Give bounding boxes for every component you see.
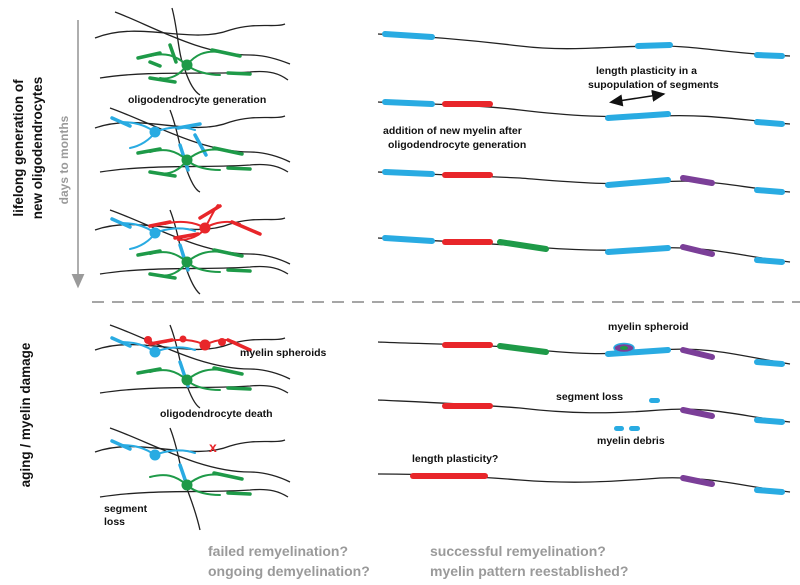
label-oligo-death: oligodendrocyte death	[160, 408, 273, 420]
axon-row-5	[377, 341, 791, 367]
side-label-top-line1: lifelong generation of	[11, 79, 26, 217]
length-plasticity-arrow	[609, 89, 666, 107]
label-length-plasticity-line1: length plasticity in a	[596, 65, 697, 77]
cluster-stage-1	[94, 7, 291, 96]
label-myelin-spheroids: myelin spheroids	[240, 347, 327, 359]
oligodendrocyte-blue	[110, 439, 196, 490]
side-label-top-line2: new oligodendrocytes	[30, 77, 45, 220]
oligodendrocyte-green	[149, 471, 252, 496]
side-label-top: lifelong generation of new oligodendrocy…	[11, 77, 45, 220]
oligodendrocyte-green	[136, 366, 252, 391]
myelin-debris-shapes	[614, 398, 660, 431]
label-length-plasticity-q: length plasticity?	[412, 453, 498, 465]
axon-row-7	[377, 473, 791, 495]
time-axis-label: days to months	[57, 115, 71, 204]
oligodendrocyte-red	[148, 204, 262, 241]
label-addition-line2: oligodendrocyte generation	[388, 139, 526, 151]
question-successful-remyelination: successful remyelination?	[430, 543, 606, 559]
axon-row-2	[377, 99, 791, 127]
oligodendrocyte-green	[136, 43, 252, 84]
axon-row-4	[377, 235, 791, 265]
label-myelin-debris: myelin debris	[597, 435, 665, 447]
axon-row-3	[377, 169, 791, 195]
side-label-bottom: aging / myelin damage	[18, 342, 33, 487]
label-oligo-generation: oligodendrocyte generation	[128, 94, 266, 106]
question-failed-remyelination: failed remyelination?	[208, 543, 348, 559]
cluster-aging-spheroids	[94, 324, 291, 409]
axons	[94, 324, 291, 409]
oligodendrocyte-blue	[110, 116, 208, 172]
oligodendrocyte-green	[136, 248, 252, 280]
label-segment-loss: segment loss	[556, 391, 623, 403]
axon-row-6	[377, 399, 791, 425]
axons	[94, 7, 291, 96]
axons	[94, 107, 291, 193]
death-mark-icon: x	[209, 439, 217, 455]
label-segment-loss-line2: loss	[104, 516, 125, 528]
cluster-stage-2	[94, 107, 291, 193]
label-segment-loss-line1: segment	[104, 503, 148, 515]
axon-row-1	[377, 31, 791, 59]
oligodendrocyte-red	[144, 335, 252, 352]
label-addition-line1: addition of new myelin after	[383, 125, 522, 137]
label-myelin-spheroid: myelin spheroid	[608, 321, 689, 333]
cluster-aging-death	[94, 427, 291, 531]
cluster-stage-3	[94, 204, 291, 295]
question-ongoing-demyelination: ongoing demyelination?	[208, 563, 370, 579]
oligodendrocyte-green	[136, 146, 252, 178]
question-pattern-reestablished: myelin pattern reestablished?	[430, 563, 628, 579]
label-length-plasticity-line2: supopulation of segments	[588, 79, 719, 91]
